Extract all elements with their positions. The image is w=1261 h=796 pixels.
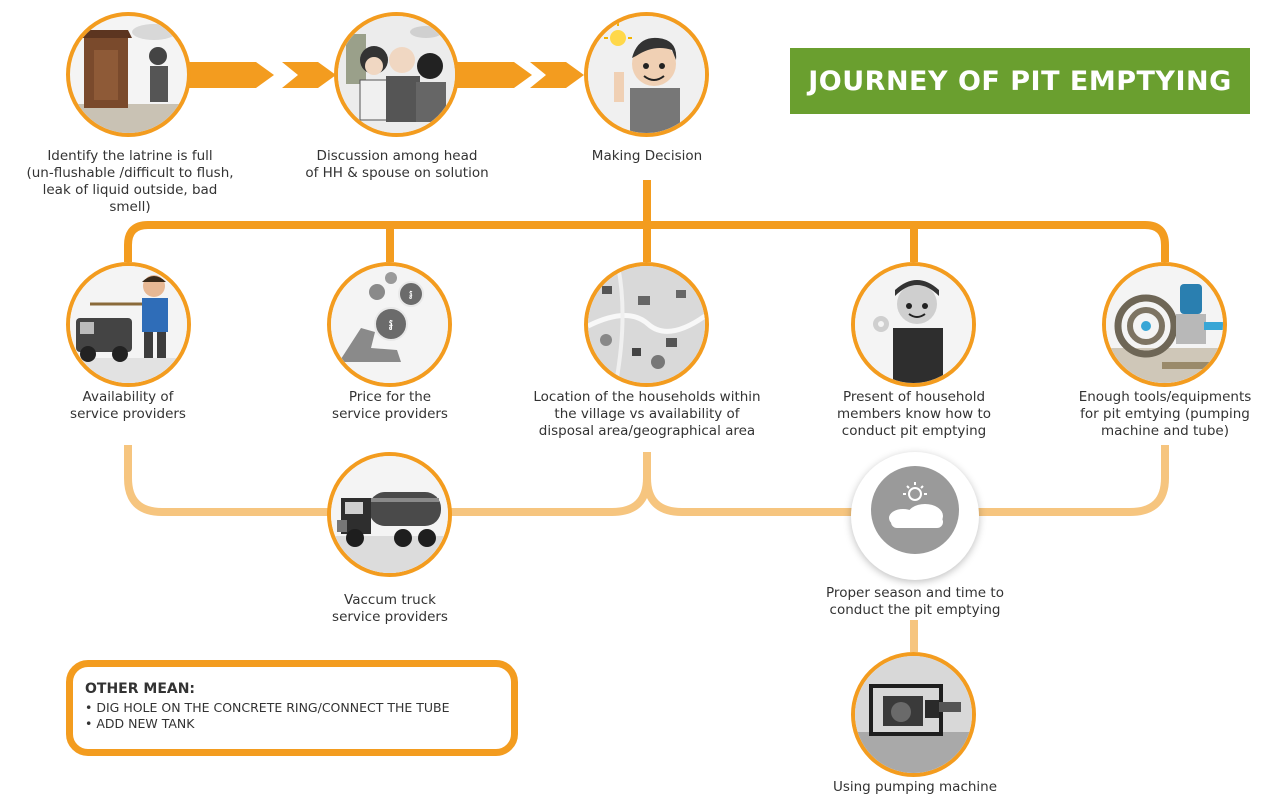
factor-availability-circle [66,262,191,387]
arrow-step-2-3c [530,62,584,88]
step-discussion-label: Discussion among head of HH & spouse on … [305,148,489,181]
other-means-item: • DIG HOLE ON THE CONCRETE RING/CONNECT … [85,700,450,715]
outcome-truck-circle [327,452,452,577]
weather-icon [871,466,959,554]
svg-text:៛: ៛ [409,288,413,303]
factor-tools-circle [1102,262,1227,387]
pump-hose-icon [1106,266,1223,383]
outcome-pump-circle [851,652,976,777]
idea-person-icon [588,16,705,133]
step-discussion-circle [334,12,459,137]
svg-text:៛: ៛ [388,315,393,334]
factor-knowhow-circle [851,262,976,387]
vacuum-truck-icon [331,456,448,573]
worker-ok-icon [855,266,972,383]
outcome-truck-label: Vaccum truck service providers [332,592,448,625]
factor-tools-label: Enough tools/equipments for pit emtying … [1078,389,1252,439]
arrow-step-2-3b [454,62,532,88]
step-decision-circle [584,12,709,137]
page-title: JOURNEY OF PIT EMPTYING [790,48,1250,114]
other-means-heading: OTHER MEAN: [85,681,196,697]
outcome-pump-label: Using pumping machine [832,779,998,795]
step-latrine-label: Identify the latrine is full (un-flushab… [26,148,234,215]
arrow-step-2-3a [282,62,336,88]
coins-hand-icon: ៛ ៛ [331,266,448,383]
step-latrine-circle [66,12,191,137]
other-means-box: OTHER MEAN: • DIG HOLE ON THE CONCRETE R… [66,660,518,756]
factor-location-label: Location of the households within the vi… [533,389,761,439]
service-provider-icon [70,266,187,383]
outdoor-latrine-icon [70,24,187,133]
factor-price-circle: ៛ ៛ [327,262,452,387]
factor-availability-label: Availability of service providers [70,389,186,422]
outcome-season-label: Proper season and time to conduct the pi… [826,585,1004,618]
factor-location-circle [584,262,709,387]
outcome-season-circle [851,452,979,580]
factor-price-label: Price for the service providers [332,389,448,422]
step-decision-label: Making Decision [591,148,703,164]
village-map-icon [588,266,705,383]
pumping-machine-icon [855,656,972,773]
factor-knowhow-label: Present of household members know how to… [836,389,992,439]
season-connector [643,445,1169,516]
arrow-step-1-2 [188,62,274,88]
family-discussion-icon [338,16,455,133]
other-means-item: • ADD NEW TANK [85,716,195,731]
